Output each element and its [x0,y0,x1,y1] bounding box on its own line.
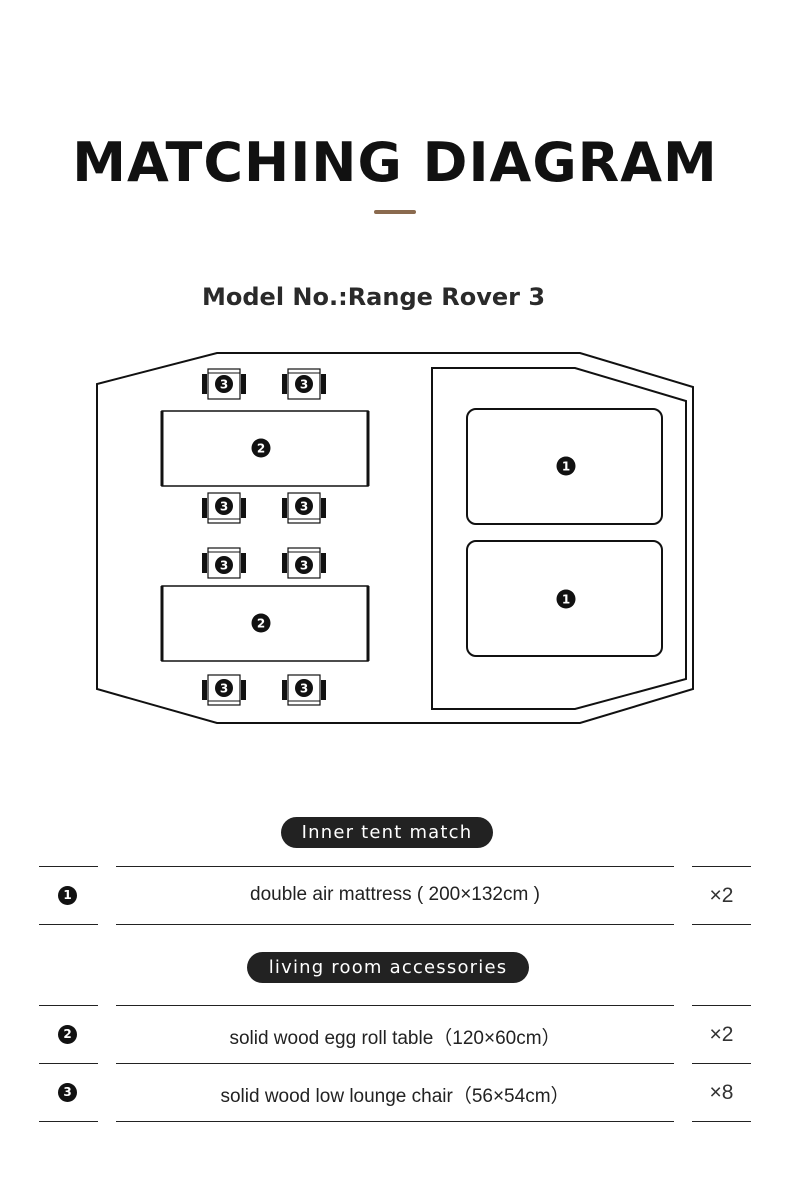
chair-5: 3 [202,547,246,579]
chair-8: 3 [282,674,326,706]
item-quantity: ×2 [709,1023,734,1046]
row-divider [39,924,98,925]
item-description: solid wood egg roll table（120×60cm） [229,1028,561,1049]
model-number: Model No.:Range Rover 3 [202,283,546,311]
chair-4: 3 [282,492,326,524]
item-marker-3: 3 [58,1083,77,1102]
svg-text:3: 3 [300,500,308,514]
title-accent-rule [374,210,416,214]
svg-text:3: 3 [300,378,308,392]
row-divider [39,1005,98,1006]
svg-text:2: 2 [257,617,265,631]
svg-text:3: 3 [300,559,308,573]
section-pill-inner-tent: Inner tent match [281,817,493,848]
row-divider [116,1063,674,1064]
page-title: MATCHING DIAGRAM [72,131,718,194]
svg-text:3: 3 [300,682,308,696]
chair-3: 3 [202,492,246,524]
row-divider [116,1121,674,1122]
mattress-marker-top: 1 [556,456,576,476]
row-divider [39,1063,98,1064]
tent-floor-plan: 1 1 2 2 3 3 [96,352,694,724]
chair-2: 3 [282,368,326,400]
inner-tent-outline [431,367,687,710]
row-divider [692,1063,751,1064]
row-divider [692,866,751,867]
row-divider [692,1121,751,1122]
row-divider [116,1005,674,1006]
section-pill-living-room: living room accessories [247,952,529,983]
item-marker-1: 1 [58,886,77,905]
item-description: solid wood low lounge chair（56×54cm） [220,1086,570,1107]
tent-outline [96,352,694,724]
mattress-bottom [466,540,663,657]
table-bottom: 2 [160,585,370,662]
svg-text:1: 1 [562,593,570,607]
item-description: double air mattress ( 200×132cm ) [250,884,540,905]
item-quantity: ×2 [709,884,734,907]
svg-text:2: 2 [257,442,265,456]
svg-text:3: 3 [220,378,228,392]
svg-text:3: 3 [220,559,228,573]
row-divider [692,924,751,925]
svg-text:3: 3 [220,682,228,696]
chair-1: 3 [202,368,246,400]
svg-text:1: 1 [562,460,570,474]
mattress-top [466,408,663,525]
svg-text:3: 3 [220,500,228,514]
item-quantity: ×8 [709,1081,734,1104]
item-marker-2: 2 [58,1025,77,1044]
row-divider [116,924,674,925]
table-top: 2 [160,410,370,487]
row-divider [116,866,674,867]
chair-7: 3 [202,674,246,706]
chair-6: 3 [282,547,326,579]
row-divider [692,1005,751,1006]
row-divider [39,1121,98,1122]
mattress-marker-bottom: 1 [556,589,576,609]
row-divider [39,866,98,867]
